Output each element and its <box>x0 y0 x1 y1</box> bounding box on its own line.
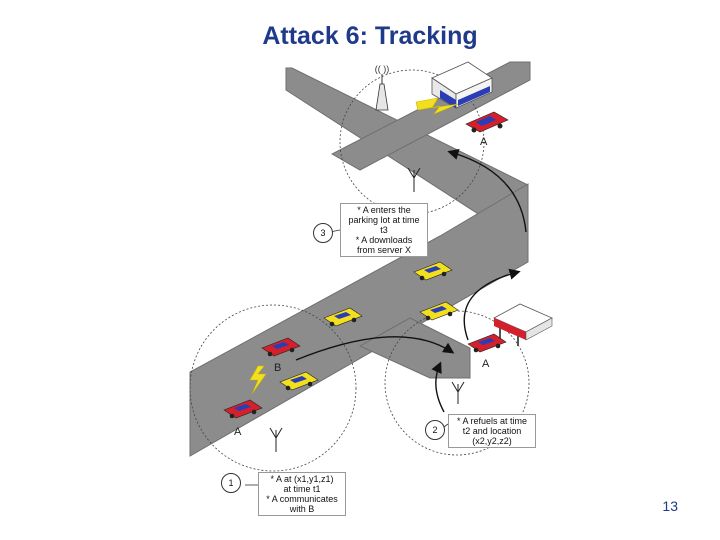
signal-glyph: (( )) <box>375 64 390 74</box>
roadside-antennas <box>269 167 465 452</box>
note-line: * A refuels at time <box>456 416 528 426</box>
antenna-icon <box>269 427 283 452</box>
antenna-icon <box>451 381 465 404</box>
wireless-bolts <box>249 97 459 395</box>
step-number-3: 3 <box>313 223 333 243</box>
car-label-a-mid: A <box>482 358 490 370</box>
note-line: t3 <box>380 225 388 235</box>
lightning-icon <box>415 97 459 115</box>
note-line: at time t1 <box>283 484 321 494</box>
antenna-icon <box>407 167 421 192</box>
note-line: * A at (x1,y1,z1) <box>270 474 334 484</box>
arrow-step2-pointer <box>431 361 445 413</box>
cell-tower-icon: (( )) <box>375 64 390 111</box>
movement-arrows <box>295 148 527 413</box>
step-note-1: * A at (x1,y1,z1) at time t1 * A communi… <box>258 472 346 516</box>
arrow-to-parking-lot <box>447 148 527 233</box>
note-line: (x2,y2,z2) <box>472 436 512 446</box>
note-line: * A enters the <box>357 205 411 215</box>
yellow-car <box>413 261 453 281</box>
red-car <box>261 337 301 357</box>
red-car-a-bottom <box>223 399 263 419</box>
gas-station-icon <box>493 303 553 346</box>
yellow-car <box>323 307 363 327</box>
note-line: * A communicates <box>266 494 338 504</box>
road-main-diagonal <box>189 183 529 457</box>
road-side-branch <box>358 317 471 379</box>
step-note-3: * A enters the parking lot at time t3 * … <box>340 203 428 257</box>
note-line: with B <box>289 504 315 514</box>
page-number: 13 <box>662 498 678 514</box>
step-note-2: * A refuels at time t2 and location (x2,… <box>448 414 536 448</box>
range-circle-bottom-left <box>189 304 357 472</box>
arrow-gas-to-parking <box>463 268 521 341</box>
note-line: * A downloads <box>355 235 413 245</box>
note-line: parking lot at time <box>348 215 420 225</box>
step-number-2: 2 <box>425 420 445 440</box>
vehicles <box>223 111 509 419</box>
yellow-car-b <box>279 371 319 391</box>
red-car-a-mid <box>467 333 507 353</box>
car-label-a-bottom: A <box>234 426 242 438</box>
yellow-car <box>419 301 459 321</box>
car-label-a-top: A <box>480 136 488 148</box>
note-line: from server X <box>356 245 411 255</box>
arrow-bottom-to-gas <box>295 336 455 361</box>
slide-title: Attack 6: Tracking <box>262 22 478 50</box>
red-car-a-top <box>465 111 509 133</box>
server-building-icon <box>431 61 493 109</box>
note-line: t2 and location <box>462 426 522 436</box>
lightning-icon <box>249 365 267 395</box>
step-number-1: 1 <box>221 473 241 493</box>
car-label-b: B <box>274 362 282 374</box>
range-circle-right <box>384 310 530 456</box>
